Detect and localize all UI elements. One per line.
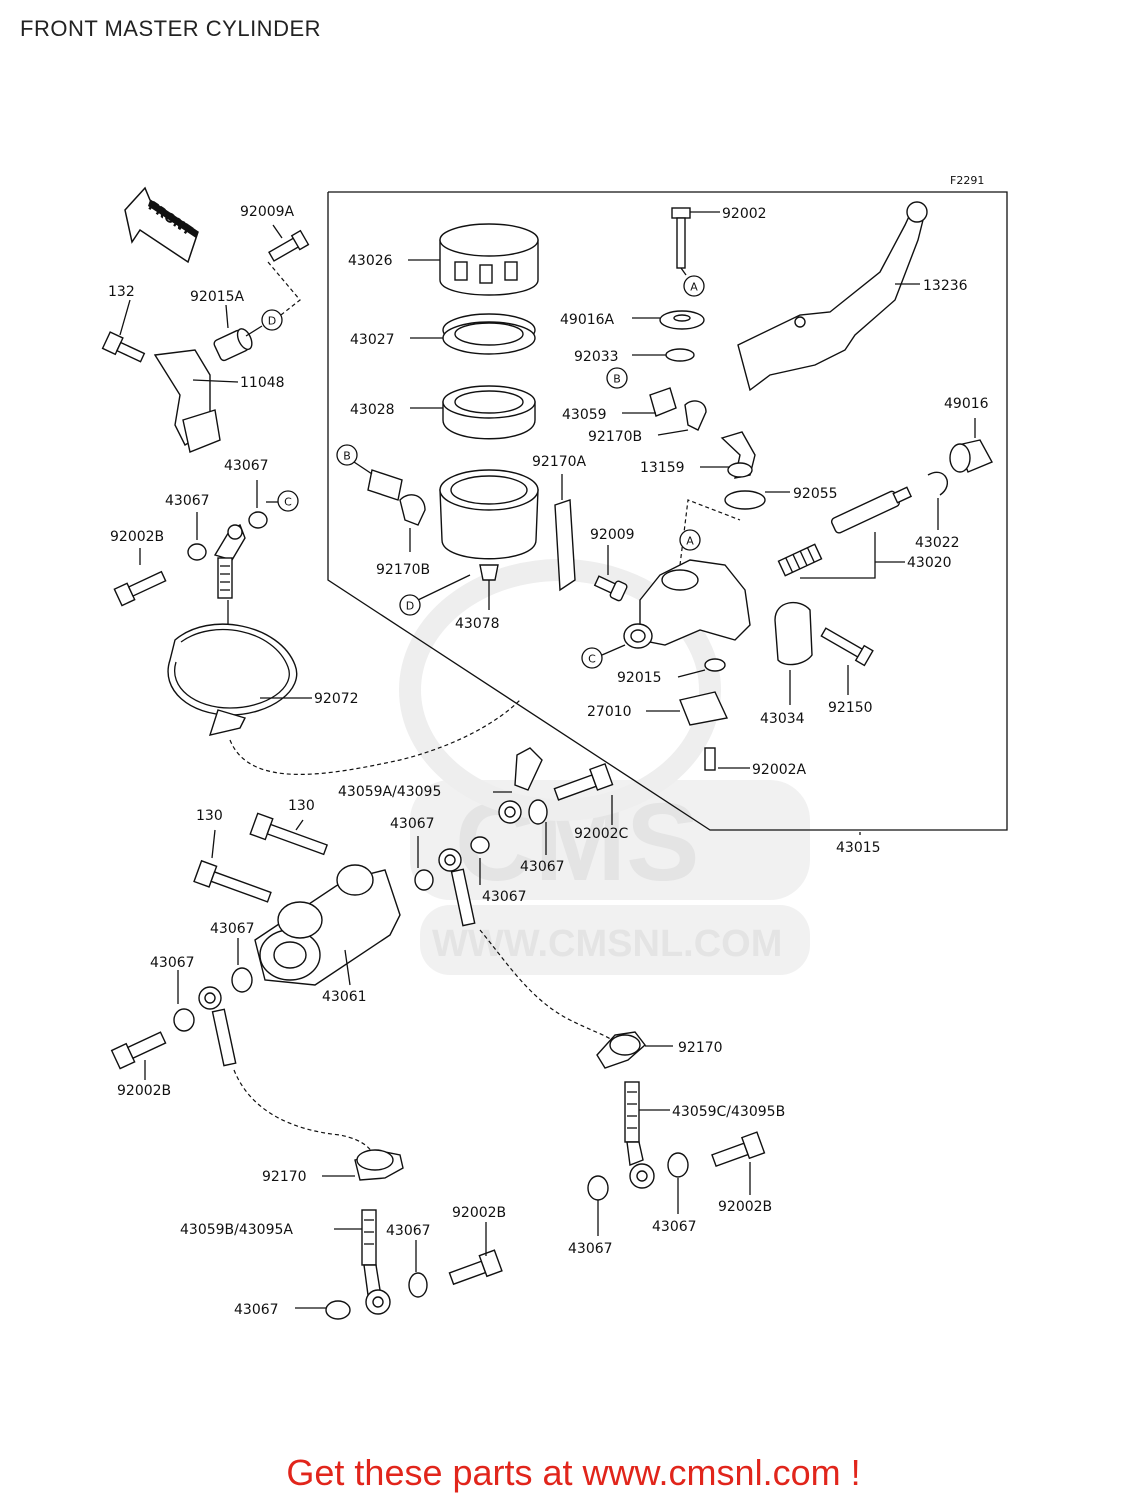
part-label-43028: 43028 <box>350 402 395 418</box>
figure-code: F2291 <box>950 174 984 187</box>
part-label-92002B: 92002B <box>452 1205 506 1221</box>
part-label-92015A: 92015A <box>190 289 245 305</box>
ref-marker-c-1: C <box>277 490 299 512</box>
part-label-43067: 43067 <box>568 1241 613 1257</box>
svg-text:D: D <box>406 600 414 613</box>
part-label-92009: 92009 <box>590 527 635 543</box>
part-label-92002C: 92002C <box>574 826 629 842</box>
part-label-130: 130 <box>196 808 223 824</box>
assembly-outline <box>327 191 1008 831</box>
bracket-group <box>101 224 310 453</box>
ref-marker-a-1: A <box>683 275 705 297</box>
exploded-parts-diagram: CMS WWW.CMSNL.COM F2291 FRONT <box>101 174 1008 1320</box>
part-label-43067: 43067 <box>652 1219 697 1235</box>
part-label-43022: 43022 <box>915 535 960 551</box>
ref-marker-d-1: D <box>245 309 283 337</box>
watermark-url-text: WWW.CMSNL.COM <box>432 923 782 965</box>
part-label-43067: 43067 <box>224 458 269 474</box>
master-cylinder-group <box>622 201 993 835</box>
footer-link[interactable]: Get these parts at www.cmsnl.com ! <box>286 1452 861 1493</box>
part-label-92055: 92055 <box>793 486 838 502</box>
svg-text:A: A <box>686 535 694 548</box>
part-label-92170A: 92170A <box>532 454 587 470</box>
part-label-43067: 43067 <box>165 493 210 509</box>
ref-marker-b-2: B <box>606 367 628 389</box>
part-label-92072: 92072 <box>314 691 359 707</box>
ref-marker-a-2: A <box>679 529 701 551</box>
svg-text:A: A <box>690 281 698 294</box>
part-label-27010: 27010 <box>587 704 632 720</box>
front-arrow-icon: FRONT <box>124 186 199 264</box>
part-label-43067: 43067 <box>390 816 435 832</box>
part-label-43059C: 43059C/43095B <box>672 1104 785 1120</box>
part-label-92015: 92015 <box>617 670 662 686</box>
part-label-43020: 43020 <box>907 555 952 571</box>
part-label-13159: 13159 <box>640 460 685 476</box>
part-label-43026: 43026 <box>348 253 393 269</box>
watermark: CMS WWW.CMSNL.COM <box>399 559 810 975</box>
page-title: FRONT MASTER CYLINDER <box>20 16 322 41</box>
part-label-43067: 43067 <box>150 955 195 971</box>
part-label-43059B: 43059B/43095A <box>180 1222 293 1238</box>
svg-text:C: C <box>284 496 292 509</box>
part-label-132: 132 <box>108 284 135 300</box>
middle-hose-group <box>414 747 614 1041</box>
ref-marker-c-2: C <box>581 644 626 669</box>
part-label-43067: 43067 <box>234 1302 279 1318</box>
svg-text:B: B <box>343 450 351 463</box>
part-label-11048: 11048 <box>240 375 285 391</box>
part-label-43067: 43067 <box>520 859 565 875</box>
part-label-43015: 43015 <box>836 840 881 856</box>
part-label-43061: 43061 <box>322 989 367 1005</box>
part-label-92170B: 92170B <box>376 562 430 578</box>
part-label-13236: 13236 <box>923 278 968 294</box>
lower-right-hose-group <box>587 1031 766 1236</box>
part-label-92033: 92033 <box>574 349 619 365</box>
reservoir-group <box>353 223 628 610</box>
part-label-92002B: 92002B <box>718 1199 772 1215</box>
part-label-92009A: 92009A <box>240 204 295 220</box>
part-label-130: 130 <box>288 798 315 814</box>
lower-left-hose-group <box>295 1149 503 1320</box>
part-label-43067: 43067 <box>482 889 527 905</box>
part-label-92150: 92150 <box>828 700 873 716</box>
part-label-43067: 43067 <box>210 921 255 937</box>
cable-tie <box>167 623 312 736</box>
part-labels: 92009A 132 92015A 11048 43067 43067 9200… <box>108 204 989 1318</box>
svg-text:B: B <box>613 373 621 386</box>
joint-group <box>110 812 401 1159</box>
part-label-43034: 43034 <box>760 711 805 727</box>
part-label-92002B: 92002B <box>110 529 164 545</box>
part-label-43059A: 43059A/43095 <box>338 784 441 800</box>
svg-text:C: C <box>588 653 596 666</box>
part-label-92002B: 92002B <box>117 1083 171 1099</box>
part-label-92170: 92170 <box>678 1040 723 1056</box>
part-label-92002: 92002 <box>722 206 767 222</box>
ref-marker-b-1: B <box>336 444 358 466</box>
ref-marker-d-2: D <box>399 594 421 616</box>
brake-line-upper <box>229 699 521 775</box>
part-label-43067: 43067 <box>386 1223 431 1239</box>
part-label-43027: 43027 <box>350 332 395 348</box>
part-label-43059: 43059 <box>562 407 607 423</box>
part-label-92170: 92170 <box>262 1169 307 1185</box>
part-label-49016: 49016 <box>944 396 989 412</box>
svg-text:D: D <box>268 315 276 328</box>
part-label-92170B: 92170B <box>588 429 642 445</box>
part-label-92002A: 92002A <box>752 762 807 778</box>
part-label-49016A: 49016A <box>560 312 615 328</box>
upper-hose-group <box>113 480 280 730</box>
part-label-43078: 43078 <box>455 616 500 632</box>
